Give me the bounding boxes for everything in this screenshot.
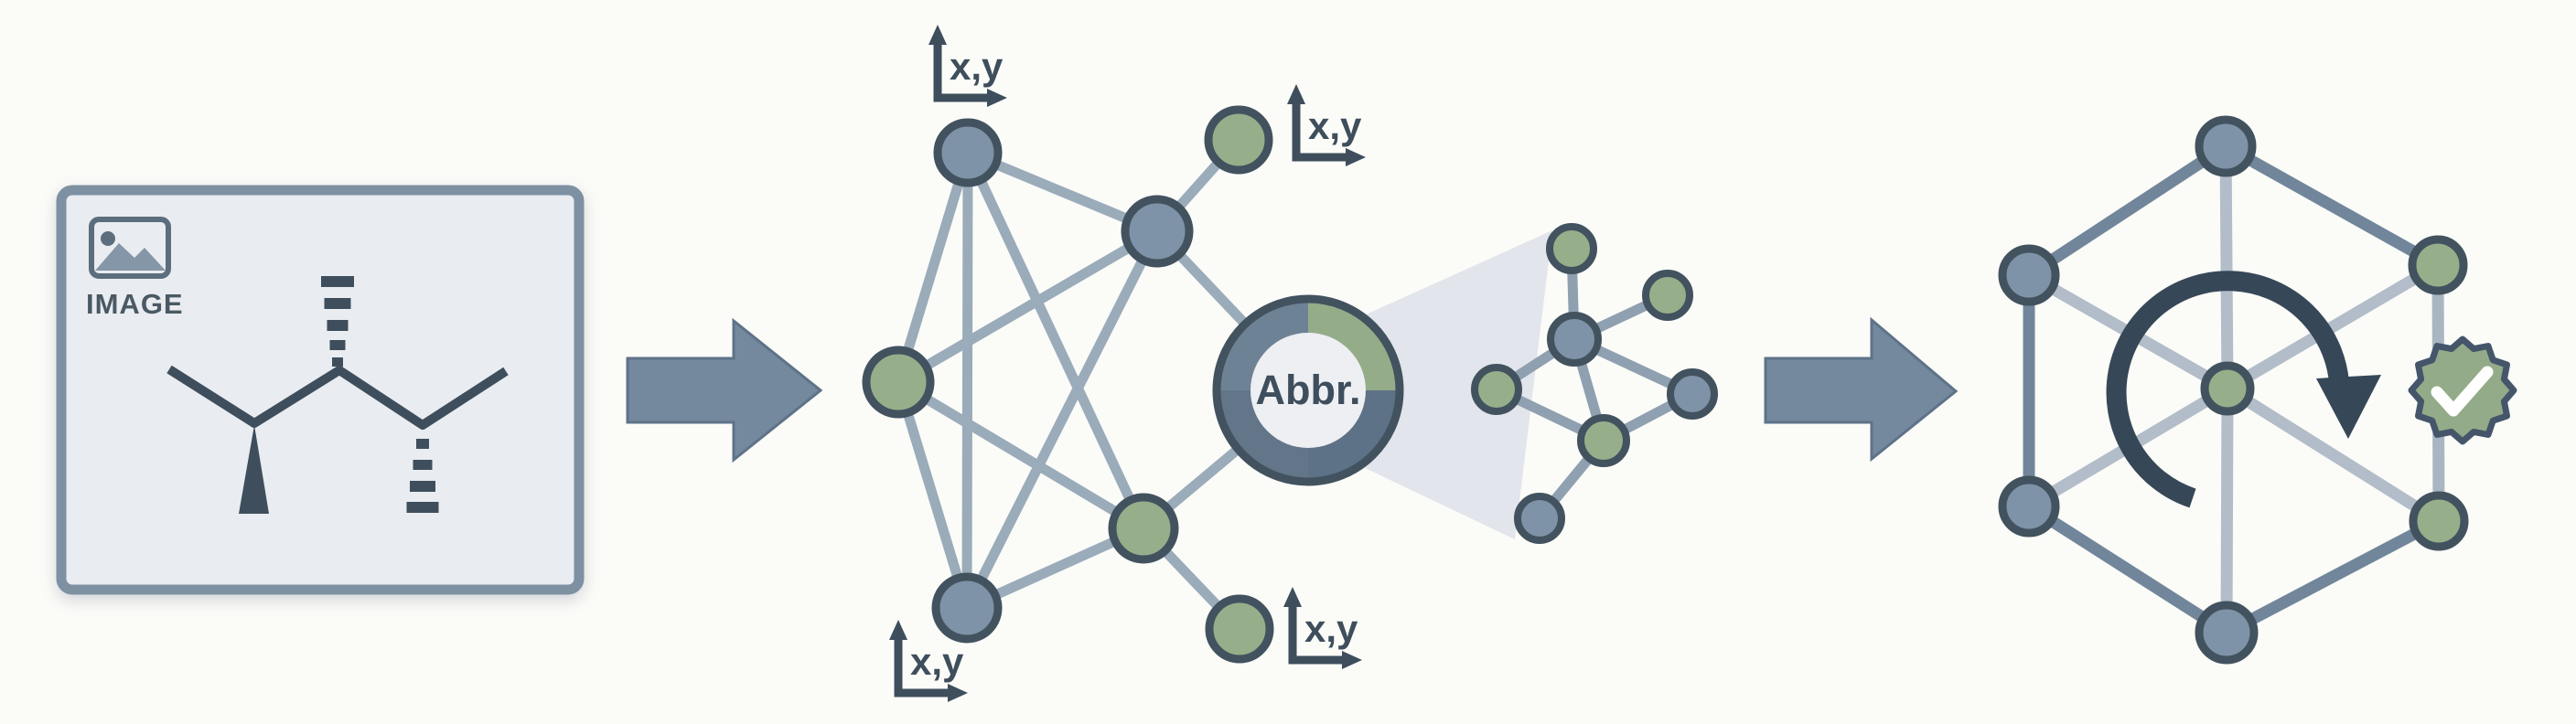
graph-node-green [862,346,935,419]
axis-up-arrowhead [889,620,907,640]
hexagon-spokes [2023,140,2445,639]
graph-node-green [2408,235,2468,295]
block-arrow-right-icon [1764,316,1959,463]
coordinate-label: x,y [910,640,964,683]
graph-node-blue [1121,195,1194,268]
expanded-subgraph [1471,223,1718,544]
subgraph-nodes [1471,223,1718,544]
axis-right-arrowhead [1346,148,1366,166]
graph-node-blue [1998,475,2060,538]
hash-dash [327,320,349,331]
axis-up-arrowhead [928,25,947,45]
graph-node-blue [1667,368,1718,420]
hash-dash [413,460,433,470]
graph-node-blue [933,118,1003,187]
ring-outline [1212,294,1404,486]
axis-lines [1292,101,1349,162]
xy-axis-icon: x,y [889,620,968,702]
coordinate-label: x,y [950,45,1004,88]
image-icon-frame [89,217,171,279]
hash-dash [332,357,343,367]
hash-dash [410,481,435,492]
axis-right-arrowhead [1342,651,1362,669]
axis-right-arrowhead [987,89,1007,107]
hashed-bond-icon [321,276,354,367]
hexagon-edges [2023,140,2445,639]
coordinate-label: x,y [1304,607,1358,650]
molecular-graph: Abbr. x,y x,y x,y [862,25,1552,702]
graph-node-green [2409,491,2469,551]
graph-edge [893,377,1149,534]
molecular-graph-nodes [862,105,1274,664]
graph-edge [2023,500,2233,639]
abbreviation-ring-icon: Abbr. [1212,294,1404,486]
graph-node-blue [1514,493,1565,544]
graph-edge [961,226,1163,613]
graph-edge [893,226,1163,388]
hexagon-nodes [1998,115,2469,665]
graph-edge [893,377,972,613]
graph-node-green [2200,361,2255,416]
xy-axis-icon: x,y [1287,84,1366,166]
rotation-arc [2106,271,2349,508]
abbreviation-label: Abbr. [1255,367,1360,413]
graph-edge [2023,140,2232,282]
graph-edge [2220,515,2445,639]
molecule-drawing [166,276,509,514]
badge-seal [2408,335,2517,445]
skeletal-bond-chain [166,365,509,430]
graph-edge [961,147,973,613]
axis-lines [933,41,991,102]
graph-node-blue [1998,244,2060,306]
coordinate-label: x,y [1308,104,1362,147]
wedge-bond-icon [239,425,269,514]
graph-edge [2221,382,2445,527]
graph-node-green [1577,414,1630,467]
graph-edge [2221,259,2444,395]
hash-dash [329,340,346,350]
refined-graph [1998,115,2517,665]
input-image-panel: IMAGE [56,185,585,595]
axis-up-arrowhead [1283,587,1302,607]
image-panel-label: IMAGE [86,288,184,320]
graph-node-green [1471,364,1522,415]
graph-edge [962,147,1149,534]
graph-node-green [1204,105,1273,175]
graph-node-green [1205,594,1274,664]
zoom-beam [1354,230,1552,539]
verified-badge-icon [2408,335,2517,445]
block-arrow-right-icon [626,317,823,463]
picture-mountain-icon [95,243,166,271]
graph-node-green [1546,223,1597,274]
hashed-bond-icon [406,439,439,513]
graph-node-blue [2195,601,2259,665]
image-icon [89,217,171,279]
checkmark-icon [2431,366,2494,417]
axis-lines [894,636,951,697]
hash-dash [321,276,354,287]
xy-axis-icon: x,y [1283,587,1362,669]
graph-node-green [1642,270,1693,321]
graph-node-blue [2195,115,2257,177]
rotation-arrow-icon [2106,271,2381,508]
graph-node-blue [931,572,1003,644]
rotation-arrowhead [2316,375,2381,439]
hash-dash [416,439,429,449]
image-panel-frame [56,185,585,595]
xy-axis-icon: x,y [928,25,1007,107]
graph-edge [2219,140,2444,272]
graph-edge [2219,140,2234,395]
hash-dash [406,502,439,513]
graph-edge [893,147,973,388]
ring-inner-disc [1250,333,1366,448]
axis-up-arrowhead [1287,84,1305,104]
graph-node-green [1108,493,1179,564]
image-icon-sun [101,231,115,246]
graph-node-blue [1547,312,1602,367]
axis-lines [1288,603,1346,665]
axis-right-arrowhead [948,684,968,702]
hash-dash [324,298,351,309]
